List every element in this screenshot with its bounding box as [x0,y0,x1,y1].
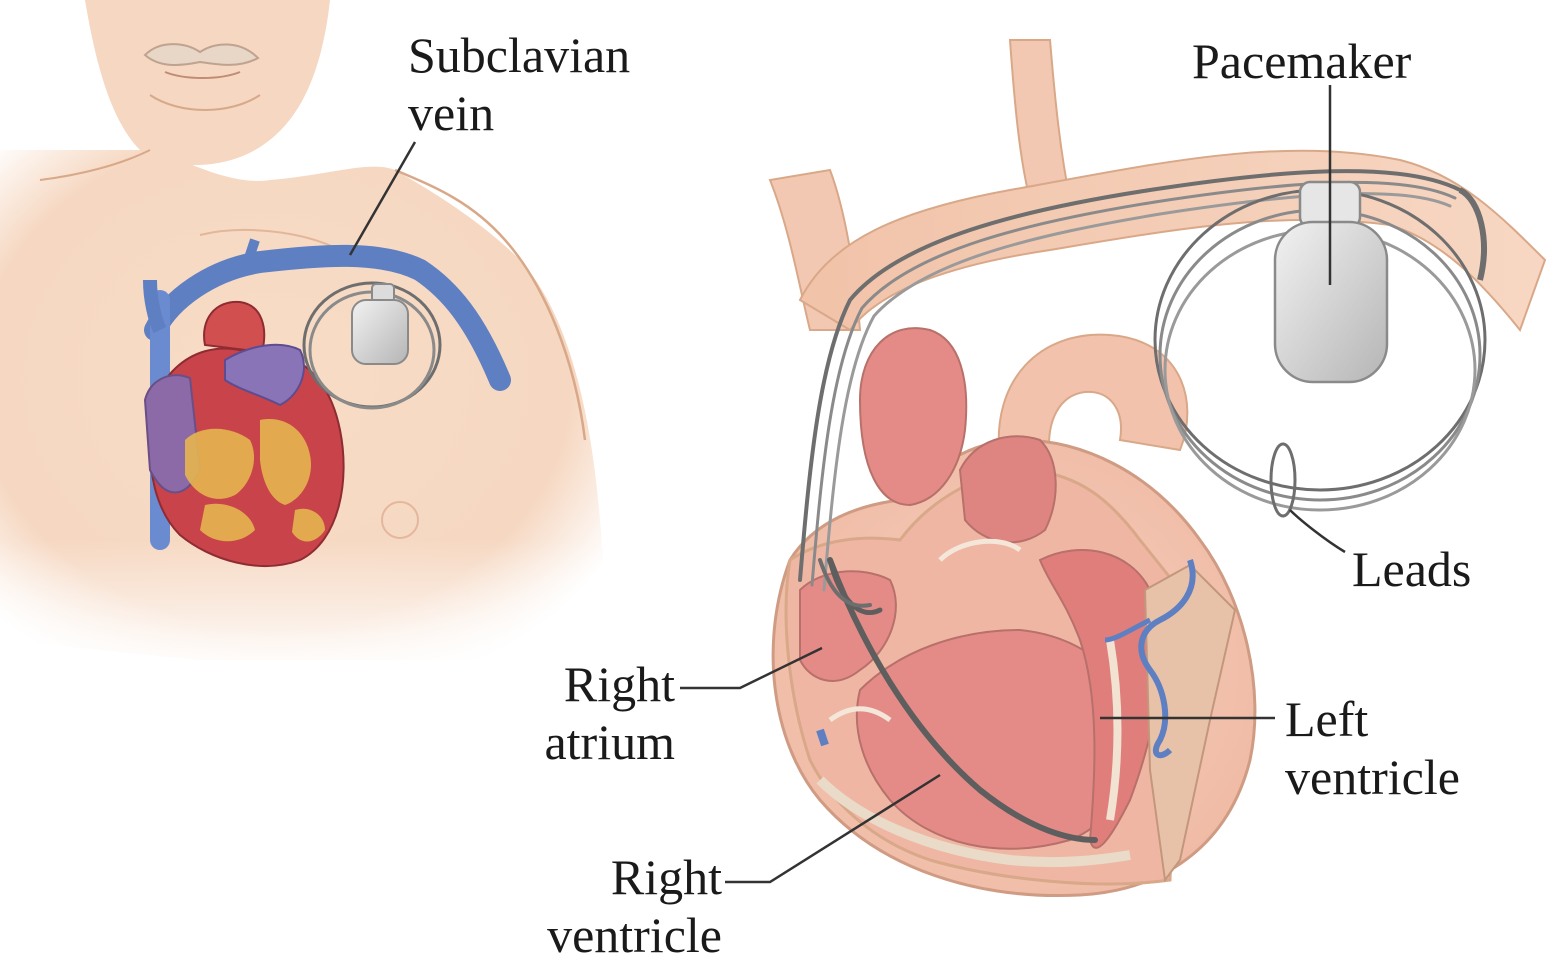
label-right-ventricle-line1: Right [500,848,722,906]
label-subclavian-line1: Subclavian [408,26,630,84]
pacemaker-large [1155,182,1485,516]
label-right-atrium: Right atrium [495,655,675,771]
label-left-ventricle-line2: ventricle [1285,748,1460,806]
label-right-atrium-line2: atrium [495,713,675,771]
label-leads: Leads [1352,540,1471,598]
label-left-ventricle-line1: Left [1285,690,1460,748]
label-right-ventricle-line2: ventricle [500,906,722,964]
label-left-ventricle: Left ventricle [1285,690,1460,806]
label-subclavian-line2: vein [408,84,630,142]
label-right-atrium-line1: Right [495,655,675,713]
leader-leads [1290,510,1345,552]
label-subclavian-vein: Subclavian vein [408,26,630,142]
label-right-ventricle: Right ventricle [500,848,722,964]
label-pacemaker: Pacemaker [1192,32,1411,90]
